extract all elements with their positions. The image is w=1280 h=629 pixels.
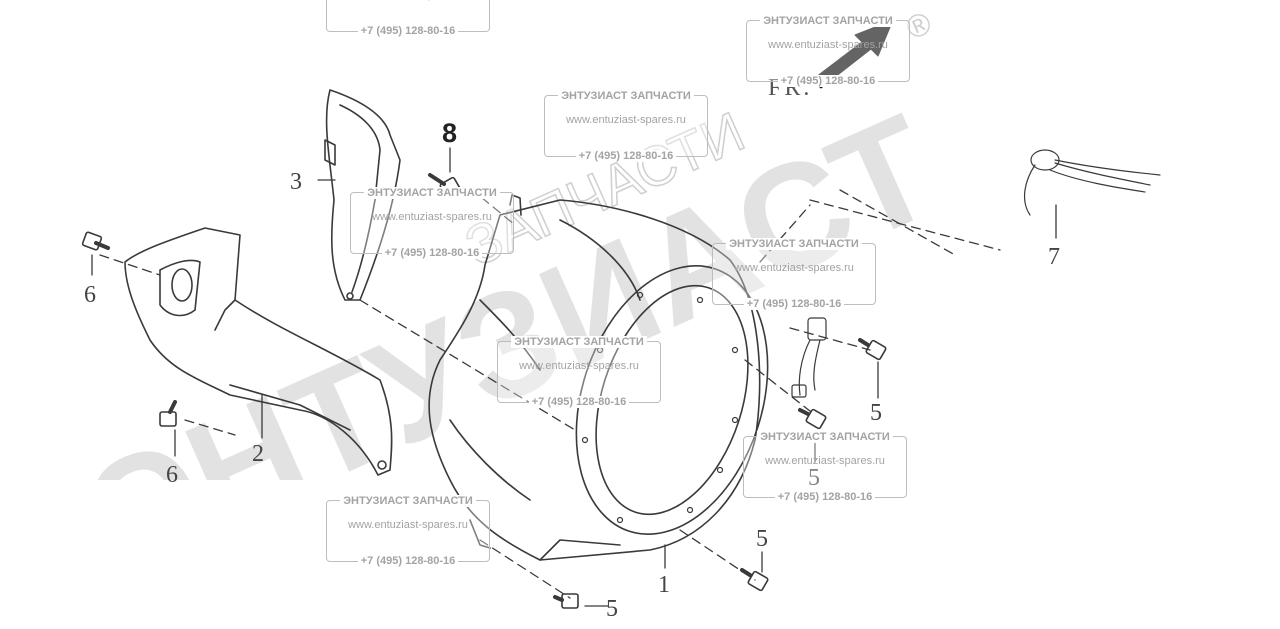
callout-leaders — [91, 147, 1057, 607]
part-1-shroud — [428, 194, 769, 561]
watermark-stamp-3: ЭНТУЗИАСТ ЗАПЧАСТИ www.entuziast-spares.… — [544, 90, 708, 162]
stamp-site: www.entuziast-spares.ru — [372, 211, 492, 223]
callout-5-bottom: 5 — [606, 596, 618, 622]
stamp-site: www.entuziast-spares.ru — [348, 519, 468, 531]
stamp-site: www.entuziast-spares.ru — [519, 360, 639, 372]
stamp-phone: +7 (495) 128-80-16 — [357, 25, 459, 37]
stamp-site: www.entuziast-spares.ru — [566, 114, 686, 126]
watermark-stamp-2: ЭНТУЗИАСТ ЗАПЧАСТИ www.entuziast-spares.… — [746, 15, 910, 87]
stamp-site: www.entuziast-spares.ru — [734, 262, 854, 274]
bolt-6-bottom — [159, 400, 177, 427]
shroud-bolt-holes — [581, 291, 739, 524]
stamp-phone: +7 (495) 128-80-16 — [381, 247, 483, 259]
stamp-brand: ЭНТУЗИАСТ ЗАПЧАСТИ — [364, 187, 500, 199]
callout-8: 8 — [442, 118, 457, 148]
callout-2: 2 — [252, 441, 264, 467]
part-7-coil — [1023, 149, 1161, 216]
stamp-brand: ЭНТУЗИАСТ ЗАПЧАСТИ — [340, 495, 476, 507]
watermark-stamp-4: ЭНТУЗИАСТ ЗАПЧАСТИ www.entuziast-spares.… — [350, 187, 514, 259]
watermark-stamp-6: ЭНТУЗИАСТ ЗАПЧАСТИ www.entuziast-spares.… — [497, 336, 661, 408]
stamp-site: www.entuziast-spares.ru — [768, 39, 888, 51]
stamp-phone: +7 (495) 128-80-16 — [528, 396, 630, 408]
watermark-stamp-8: ЭНТУЗИАСТ ЗАПЧАСТИ www.entuziast-spares.… — [326, 495, 490, 567]
callout-5-mid: 5 — [808, 465, 820, 491]
bolt-5-mid — [798, 408, 827, 430]
stamp-phone: +7 (495) 128-80-16 — [743, 298, 845, 310]
bolt-5-bottom — [553, 593, 579, 609]
stamp-phone: +7 (495) 128-80-16 — [575, 150, 677, 162]
watermark-stamp-5: ЭНТУЗИАСТ ЗАПЧАСТИ www.entuziast-spares.… — [712, 238, 876, 310]
bolt-5-lower — [740, 568, 769, 592]
wire-connector — [791, 317, 827, 398]
callout-3: 3 — [290, 169, 302, 195]
stamp-site: www.entuziast-spares.ru — [765, 455, 885, 467]
stamp-brand: ЭНТУЗИАСТ ЗАПЧАСТИ — [558, 90, 694, 102]
callout-7: 7 — [1048, 244, 1060, 270]
watermark-stamp-1: ЭНТУЗИАСТ ЗАПЧАСТИ www.entuziast-spares.… — [326, 0, 490, 37]
callout-6-top: 6 — [84, 282, 96, 308]
stamp-brand: ЭНТУЗИАСТ ЗАПЧАСТИ — [757, 431, 893, 443]
part-3-plate — [324, 89, 401, 301]
callout-5-lower: 5 — [756, 526, 768, 552]
bolt-5-right — [858, 338, 887, 361]
stamp-phone: +7 (495) 128-80-16 — [774, 491, 876, 503]
part-2-cover — [124, 227, 393, 476]
bolt-6-top — [81, 231, 110, 251]
stamp-phone: +7 (495) 128-80-16 — [357, 555, 459, 567]
stamp-brand: ЭНТУЗИАСТ ЗАПЧАСТИ — [760, 15, 896, 27]
callout-6-bottom: 6 — [166, 462, 178, 488]
stamp-site: www.entuziast-spares.ru — [327, 0, 489, 1]
callout-5-right: 5 — [870, 400, 882, 426]
callout-1: 1 — [658, 572, 670, 598]
stamp-brand: ЭНТУЗИАСТ ЗАПЧАСТИ — [726, 238, 862, 250]
stamp-brand: ЭНТУЗИАСТ ЗАПЧАСТИ — [511, 336, 647, 348]
stamp-phone: +7 (495) 128-80-16 — [777, 75, 879, 87]
watermark-stamp-7: ЭНТУЗИАСТ ЗАПЧАСТИ www.entuziast-spares.… — [743, 431, 907, 503]
